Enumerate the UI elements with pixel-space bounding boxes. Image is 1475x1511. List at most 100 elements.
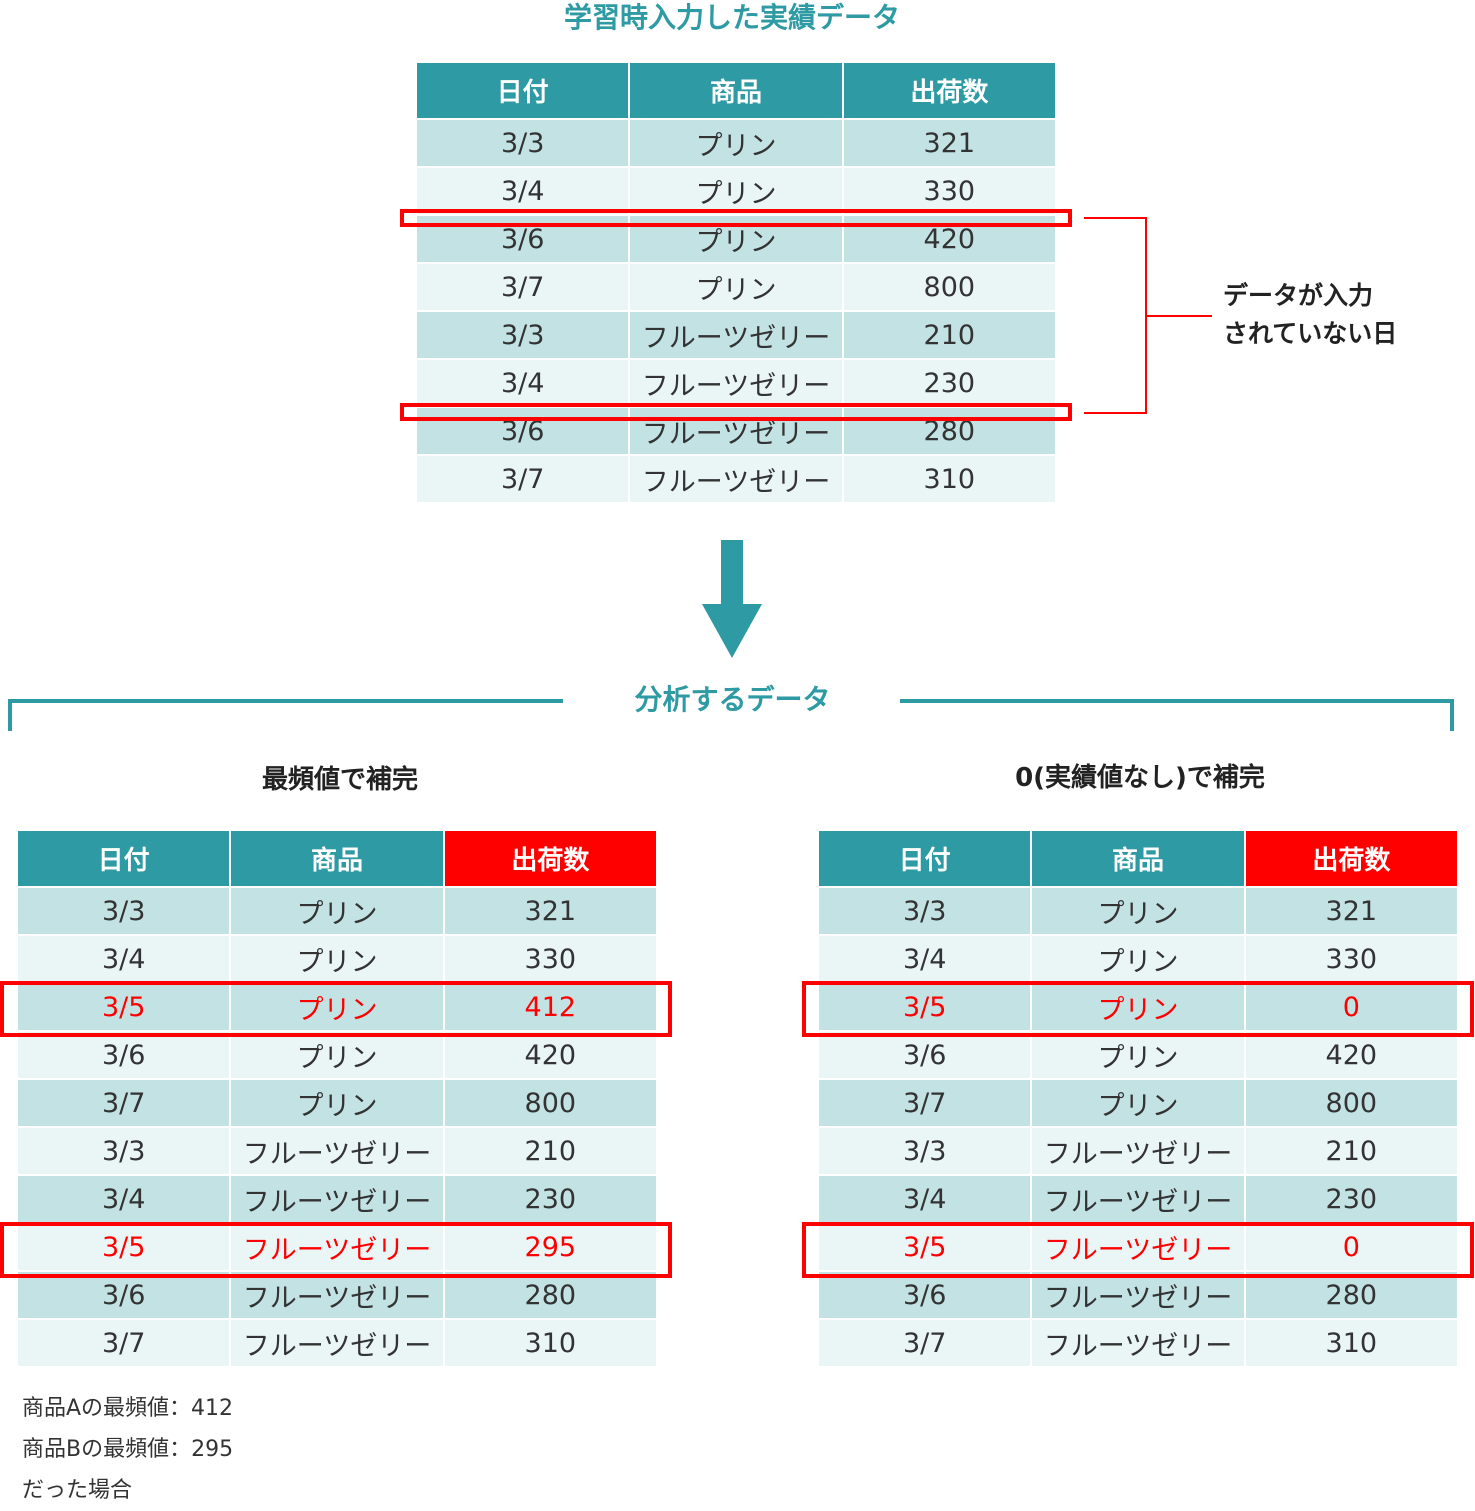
analysis-title: 分析するデータ [634, 683, 831, 716]
date-cell: 3/3 [819, 888, 1031, 934]
shipments-cell: 0 [1245, 984, 1457, 1030]
date-cell: 3/5 [18, 984, 230, 1030]
shipments-cell: 230 [444, 1176, 656, 1222]
shipments-cell: 330 [1245, 936, 1457, 982]
header-date: 日付 [819, 831, 1031, 886]
product-cell: フルーツゼリー [1032, 1128, 1244, 1174]
shipments-cell: 310 [843, 456, 1055, 502]
date-cell: 3/3 [819, 1128, 1031, 1174]
shipments-cell: 330 [444, 936, 656, 982]
product-cell: フルーツゼリー [231, 1224, 443, 1270]
product-cell: プリン [231, 1032, 443, 1078]
product-cell: フルーツゼリー [231, 1128, 443, 1174]
date-cell: 3/6 [819, 1272, 1031, 1318]
callout-line-1: データが入力 [1223, 281, 1374, 310]
date-cell: 3/7 [819, 1320, 1031, 1366]
shipments-cell: 420 [1245, 1032, 1457, 1078]
product-cell: プリン [1032, 936, 1244, 982]
product-cell: プリン [1032, 1032, 1244, 1078]
header-date: 日付 [18, 831, 230, 886]
product-cell: フルーツゼリー [630, 456, 842, 502]
date-cell: 3/4 [18, 1176, 230, 1222]
product-cell: プリン [630, 264, 842, 310]
header-shipments: 出荷数 [843, 63, 1055, 118]
date-cell: 3/7 [417, 456, 629, 502]
date-cell: 3/7 [417, 264, 629, 310]
date-cell: 3/4 [417, 360, 629, 406]
note-line: だった場合 [22, 1478, 133, 1503]
missing-gap-marker [400, 403, 1072, 421]
note-line: 商品Aの最頻値：412 [22, 1396, 234, 1421]
date-cell: 3/4 [819, 936, 1031, 982]
date-cell: 3/3 [417, 312, 629, 358]
callout-line-2: されていない日 [1223, 319, 1398, 348]
shipments-cell: 210 [843, 312, 1055, 358]
product-cell: プリン [630, 120, 842, 166]
callout-bracket [1084, 217, 1212, 414]
shipments-cell: 800 [1245, 1080, 1457, 1126]
filled-row-marker [0, 981, 672, 1037]
date-cell: 3/4 [18, 936, 230, 982]
header-shipments: 出荷数 [444, 831, 656, 886]
product-cell: フルーツゼリー [630, 360, 842, 406]
date-cell: 3/6 [819, 1032, 1031, 1078]
shipments-cell: 310 [444, 1320, 656, 1366]
date-cell: 3/7 [18, 1320, 230, 1366]
analysis-bracket [8, 699, 1454, 731]
date-cell: 3/5 [819, 1224, 1031, 1270]
product-cell: フルーツゼリー [231, 1320, 443, 1366]
date-cell: 3/5 [18, 1224, 230, 1270]
product-cell: プリン [1032, 888, 1244, 934]
date-cell: 3/4 [417, 168, 629, 214]
product-cell: フルーツゼリー [630, 408, 842, 454]
shipments-cell: 210 [444, 1128, 656, 1174]
header-date: 日付 [417, 63, 629, 118]
product-cell: プリン [231, 888, 443, 934]
shipments-cell: 210 [1245, 1128, 1457, 1174]
product-cell: フルーツゼリー [231, 1176, 443, 1222]
shipments-cell: 420 [444, 1032, 656, 1078]
shipments-cell: 330 [843, 168, 1055, 214]
product-cell: フルーツゼリー [1032, 1272, 1244, 1318]
shipments-cell: 321 [1245, 888, 1457, 934]
mode-notes: 商品Aの最頻値：412 商品Bの最頻値：295 だった場合 [22, 1388, 422, 1511]
date-cell: 3/3 [18, 888, 230, 934]
date-cell: 3/3 [417, 120, 629, 166]
product-cell: フルーツゼリー [1032, 1176, 1244, 1222]
header-product: 商品 [1032, 831, 1244, 886]
shipments-cell: 412 [444, 984, 656, 1030]
shipments-cell: 310 [1245, 1320, 1457, 1366]
product-cell: フルーツゼリー [1032, 1320, 1244, 1366]
shipments-cell: 321 [843, 120, 1055, 166]
date-cell: 3/3 [18, 1128, 230, 1174]
filled-row-marker [0, 1222, 672, 1278]
product-cell: フルーツゼリー [630, 312, 842, 358]
product-cell: プリン [1032, 984, 1244, 1030]
product-cell: フルーツゼリー [1032, 1224, 1244, 1270]
